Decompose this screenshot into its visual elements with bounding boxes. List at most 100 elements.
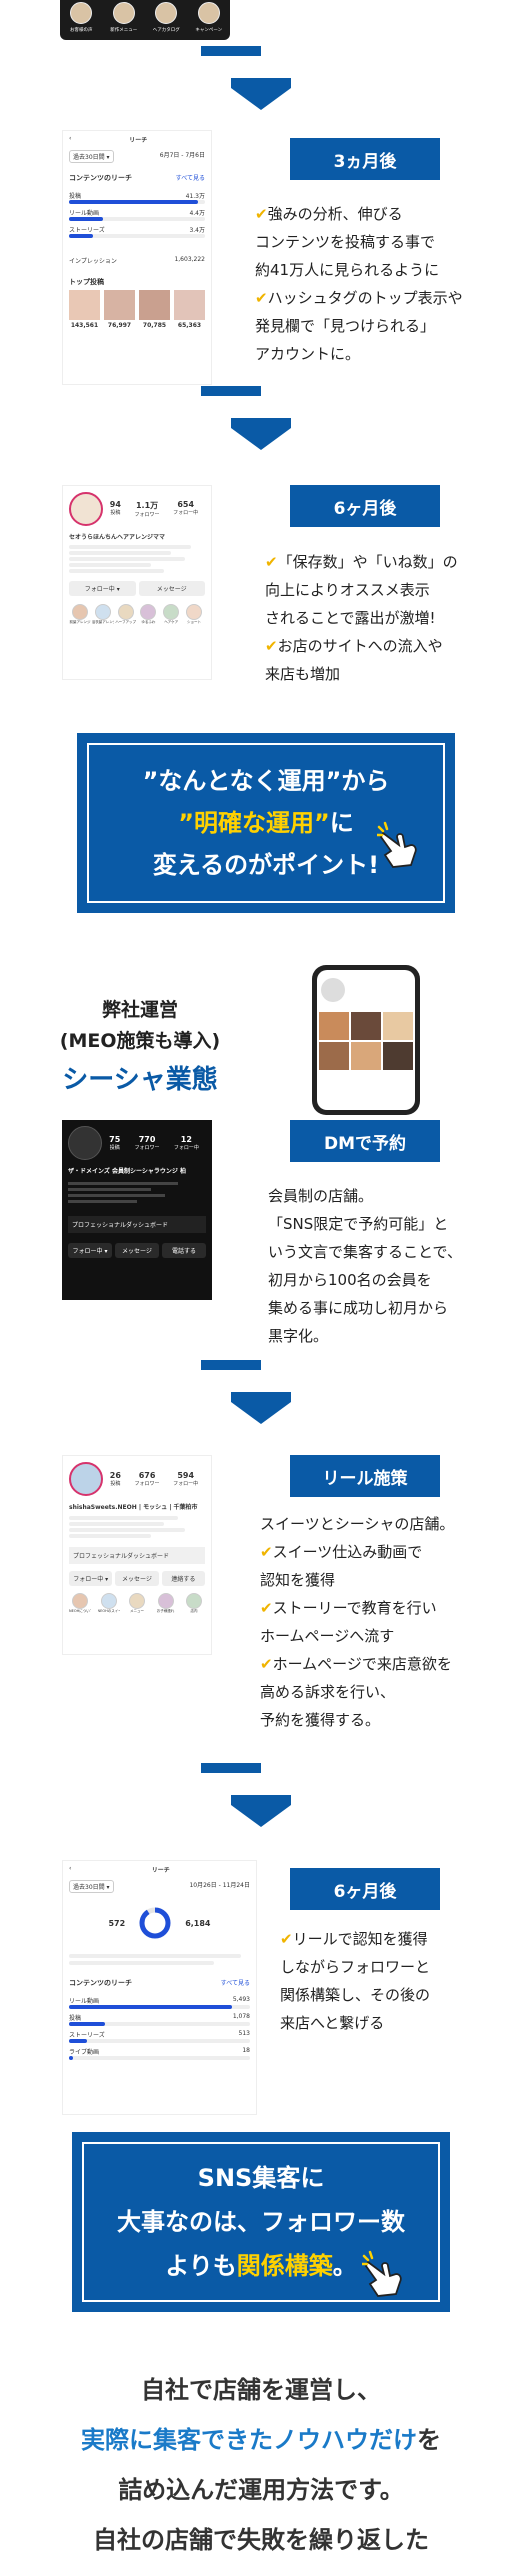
see-all-link[interactable]: すべて見る — [220, 1980, 250, 1987]
check-icon: ✔ — [260, 1655, 273, 1673]
follow-button[interactable]: フォロー中 ▾ — [69, 581, 136, 596]
reach-row-value: 5,493 — [232, 1996, 250, 2003]
profile-button[interactable]: 電話する — [162, 1243, 206, 1258]
story-highlights: お客様の声新作メニューヘアカタログキャンペーン — [60, 0, 230, 40]
highlight-item[interactable]: NEOHについて — [69, 1593, 91, 1614]
reach-row-value: 41.3万 — [185, 193, 205, 200]
top-post[interactable]: 143,561 — [69, 290, 100, 329]
reach-count-2: 6,184 — [185, 1918, 211, 1928]
highlight-item[interactable]: ヘアケア — [160, 604, 182, 625]
banner-line-2-rest: に — [329, 809, 354, 837]
top-post[interactable]: 70,785 — [139, 290, 170, 329]
closing-line-2-rest: を — [417, 2426, 441, 2454]
highlight-item[interactable]: ゆるふわ — [137, 604, 159, 625]
reach-screenshot: ‹ リーチ 過去30日間 ▾ 6月7日 - 7月6日 コンテンツのリーチ すべて… — [62, 130, 212, 385]
reach-bar-fill — [69, 2039, 88, 2043]
stat-number: 26 — [109, 1471, 121, 1480]
highlight-cover — [157, 1593, 174, 1609]
desc-line: ✔ホームページで来店意欲を — [260, 1650, 510, 1678]
desc-text: ストーリーで教育を行い — [272, 1599, 437, 1617]
pro-dashboard[interactable]: プロフェッショナルダッシュボード — [68, 1216, 206, 1233]
highlight-cover — [185, 604, 202, 620]
stat-number: 770 — [138, 1135, 156, 1144]
stat-label: 投稿 — [109, 1145, 120, 1151]
check-icon: ✔ — [255, 205, 268, 223]
highlight-cover — [140, 604, 157, 620]
pro-dashboard[interactable]: プロフェッショナルダッシュボード — [69, 1547, 205, 1564]
desc-6-months: ✔「保存数」や「いね数」の向上によりオススメ表示されることで露出が激増!✔お店の… — [265, 548, 500, 688]
check-icon: ✔ — [265, 553, 278, 571]
desc-line: ホームページへ流す — [260, 1622, 510, 1650]
profile-button[interactable]: メッセージ — [115, 1571, 159, 1586]
desc-shisha: 会員制の店舗。「SNS限定で予約可能」という文言で集客することで、初月から100… — [268, 1182, 503, 1350]
highlight-cover — [197, 2, 220, 24]
highlight-item[interactable]: 店内 — [183, 1593, 205, 1614]
desc-text: 「保存数」や「いね数」の — [277, 553, 458, 571]
highlight-item[interactable]: 浴衣髪アレンジ — [92, 604, 114, 625]
desc-text: 会員制の店舗。 — [268, 1187, 374, 1205]
highlight-item[interactable]: キャンペーン — [194, 2, 224, 33]
avatar — [69, 1462, 103, 1496]
dark-profile-name: ザ・ドメインズ 会員制シーシャラウンジ 柏 — [68, 1168, 186, 1175]
callout-banner: ”なんとなく運用”から ”明確な運用”に 変えるのがポイント! — [77, 733, 455, 913]
phone-mockup — [312, 965, 420, 1115]
date-filter[interactable]: 過去30日間 ▾ — [69, 1880, 114, 1893]
highlight-label: NEOHのスイーツ — [97, 1609, 120, 1613]
profile-button[interactable]: フォロー中 ▾ — [69, 1571, 113, 1586]
profile-bio: セオうらほんちんヘアアレンジママ — [69, 534, 166, 541]
stat-number: 12 — [180, 1135, 192, 1144]
profile-button[interactable]: フォロー中 ▾ — [68, 1243, 112, 1258]
reach-count-1: 572 — [108, 1918, 126, 1928]
highlight-label: ハーフアップ — [115, 620, 136, 624]
section-title: コンテンツのリーチ — [69, 1979, 132, 1987]
top-post[interactable]: 76,997 — [104, 290, 135, 329]
highlight-item[interactable]: メニュー — [126, 1593, 148, 1614]
impressions-label: インプレッション — [69, 258, 117, 265]
desc-line: ✔スイーツ仕込み動画で — [260, 1538, 510, 1566]
desc-text: リールで認知を獲得 — [292, 1930, 428, 1948]
highlight-item[interactable]: お子様連れ — [155, 1593, 177, 1614]
label-reel: リール施策 — [290, 1455, 440, 1497]
highlight-item[interactable]: ハーフアップ — [115, 604, 137, 625]
top-post-value: 70,785 — [142, 322, 167, 329]
desc-line: 予約を獲得する。 — [260, 1706, 510, 1734]
banner-line-3: 変えるのがポイント! — [152, 851, 380, 879]
highlight-item[interactable]: 前髪アレンジ — [69, 604, 91, 625]
profile-button[interactable]: メッセージ — [115, 1243, 159, 1258]
desc-text: 向上によりオススメ表示 — [265, 581, 430, 599]
profile-button[interactable]: 連絡する — [161, 1571, 205, 1586]
top-post-value: 65,363 — [177, 322, 202, 329]
desc-line: 会員制の店舗。 — [268, 1182, 503, 1210]
message-button[interactable]: メッセージ — [138, 581, 205, 596]
stat-number: 1.1万 — [135, 501, 159, 510]
desc-line: 約41万人に見られるように — [255, 256, 495, 284]
highlight-item[interactable]: ショート — [183, 604, 205, 625]
highlight-item[interactable]: お客様の声 — [66, 2, 96, 33]
reach-row-value: 1,078 — [232, 2013, 250, 2020]
stat-number: 654 — [177, 500, 195, 509]
see-all-link[interactable]: すべて見る — [175, 175, 205, 182]
top-post[interactable]: 65,363 — [174, 290, 205, 329]
desc-line: スイーツとシーシャの店舗。 — [260, 1510, 510, 1538]
date-filter[interactable]: 過去30日間 ▾ — [69, 150, 114, 163]
reach-bar — [69, 234, 205, 238]
down-arrow-icon — [231, 1392, 291, 1426]
desc-line: 発見欄で「見つけられる」 — [255, 312, 495, 340]
desc-text: 来店へと繋げる — [280, 2014, 385, 2032]
highlight-item[interactable]: 新作メニュー — [109, 2, 139, 33]
shisha-title-1: 弊社運営 — [101, 999, 178, 1021]
reach-row-label: ライブ動画 — [69, 2049, 100, 2056]
highlight-item[interactable]: NEOHのスイーツ — [98, 1593, 120, 1614]
highlight-item[interactable]: ヘアカタログ — [151, 2, 181, 33]
reach-row-label: 投稿 — [69, 193, 82, 200]
closing-line-4: 自社の店舗で失敗を繰り返した — [93, 2526, 429, 2554]
pointing-hand-icon — [362, 2250, 402, 2297]
desc-text: 高める訴求を行い、 — [260, 1683, 396, 1701]
